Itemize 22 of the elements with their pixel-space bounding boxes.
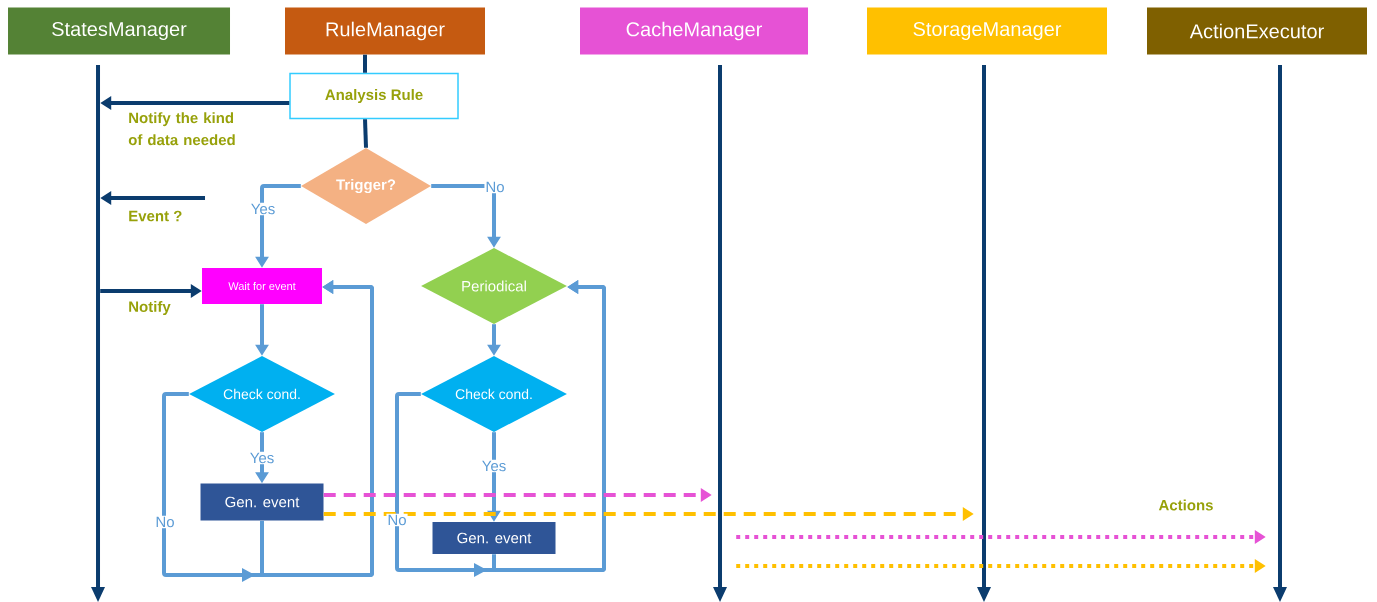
header-box: StorageManager bbox=[867, 7, 1107, 55]
edge-label: No bbox=[484, 180, 506, 194]
edge-label: Yes bbox=[249, 202, 277, 216]
edge-label: No bbox=[154, 515, 176, 529]
header-box: RuleManager bbox=[285, 7, 485, 55]
lifeline bbox=[713, 65, 727, 602]
edge-label: Event ? bbox=[129, 210, 182, 222]
header-box: StatesManager bbox=[8, 7, 230, 55]
edge-label: Yes bbox=[248, 451, 276, 465]
edge-label: Yes bbox=[480, 459, 508, 473]
edge-label: Notify the kind of data needed bbox=[128, 112, 235, 146]
edge-label: Notify bbox=[129, 301, 171, 315]
header-box: CacheManager bbox=[580, 7, 808, 55]
process-box: Analysis Rule bbox=[289, 72, 459, 120]
process-box: Gen. event bbox=[432, 522, 556, 554]
header-box: ActionExecutor bbox=[1147, 7, 1367, 55]
process-box: Gen. event bbox=[200, 483, 324, 521]
lifeline bbox=[91, 65, 105, 602]
lifeline bbox=[977, 65, 991, 602]
annotation-text: Actions bbox=[1158, 499, 1213, 511]
process-box: Wait for event bbox=[202, 268, 322, 304]
lifeline bbox=[1273, 65, 1287, 602]
